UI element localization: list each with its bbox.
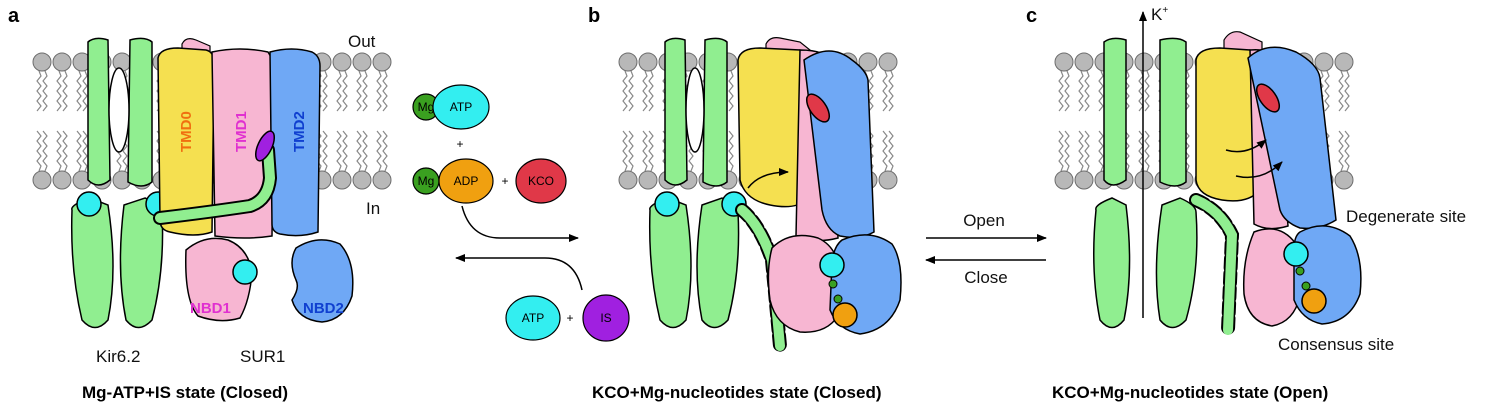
plus-3: + [566, 311, 573, 325]
open-close-transition: Open Close [925, 211, 1047, 287]
tmd2-label: TMD2 [291, 111, 308, 152]
sur1-label: SUR1 [240, 347, 285, 366]
panel-c-caption: KCO+Mg-nucleotides state (Open) [1052, 383, 1328, 402]
mg-label-2: Mg [418, 174, 435, 188]
forward-arrow [461, 205, 579, 242]
panel-c-letter: c [1026, 5, 1037, 27]
kco-molecule [515, 158, 567, 204]
sur1-b [735, 37, 902, 353]
out-label: Out [348, 32, 376, 51]
adp-molecule [438, 158, 494, 204]
is-molecule [582, 294, 630, 342]
panel-b: b KCO+Mg-nucleotides [588, 5, 902, 402]
tmd1-label: TMD1 [233, 111, 250, 152]
plus-2: + [501, 174, 508, 188]
consensus-site-label: Consensus site [1278, 335, 1394, 354]
nbd1-label: NBD1 [190, 300, 231, 317]
sur1-a [153, 38, 354, 323]
kir62-label: Kir6.2 [96, 347, 140, 366]
reaction-scheme: Mg ATP + Mg ADP + KCO ATP + IS [412, 84, 630, 342]
mg-label-1: Mg [418, 100, 435, 114]
panel-a: a Out In TMD0 TMD1 TMD2 [8, 5, 392, 402]
adp-label: ADP [454, 174, 479, 188]
tmd0-label: TMD0 [178, 111, 195, 152]
atp-label-1: ATP [450, 100, 472, 114]
atp-label-2: ATP [522, 311, 544, 325]
panel-a-caption: Mg-ATP+IS state (Closed) [82, 383, 288, 402]
is-label: IS [600, 311, 611, 325]
sur1-c [1189, 31, 1362, 337]
in-label: In [366, 199, 380, 218]
atp-molecule-2 [505, 295, 561, 341]
open-label: Open [963, 211, 1005, 230]
atp-molecule-1 [432, 84, 490, 130]
plus-1: + [456, 137, 463, 151]
panel-a-letter: a [8, 5, 20, 27]
kir62-b [648, 37, 747, 329]
degenerate-site-label: Degenerate site [1346, 207, 1466, 226]
reverse-arrow [455, 254, 583, 291]
k-ion-label: K+ [1151, 5, 1168, 24]
kco-label: KCO [528, 174, 554, 188]
close-label: Close [964, 268, 1007, 287]
panel-c: c K+ Degenerate site [1026, 5, 1466, 402]
nbd2-label: NBD2 [303, 300, 344, 317]
panel-b-caption: KCO+Mg-nucleotides state (Closed) [592, 383, 882, 402]
kir62-c [1093, 11, 1198, 329]
panel-b-letter: b [588, 5, 600, 27]
